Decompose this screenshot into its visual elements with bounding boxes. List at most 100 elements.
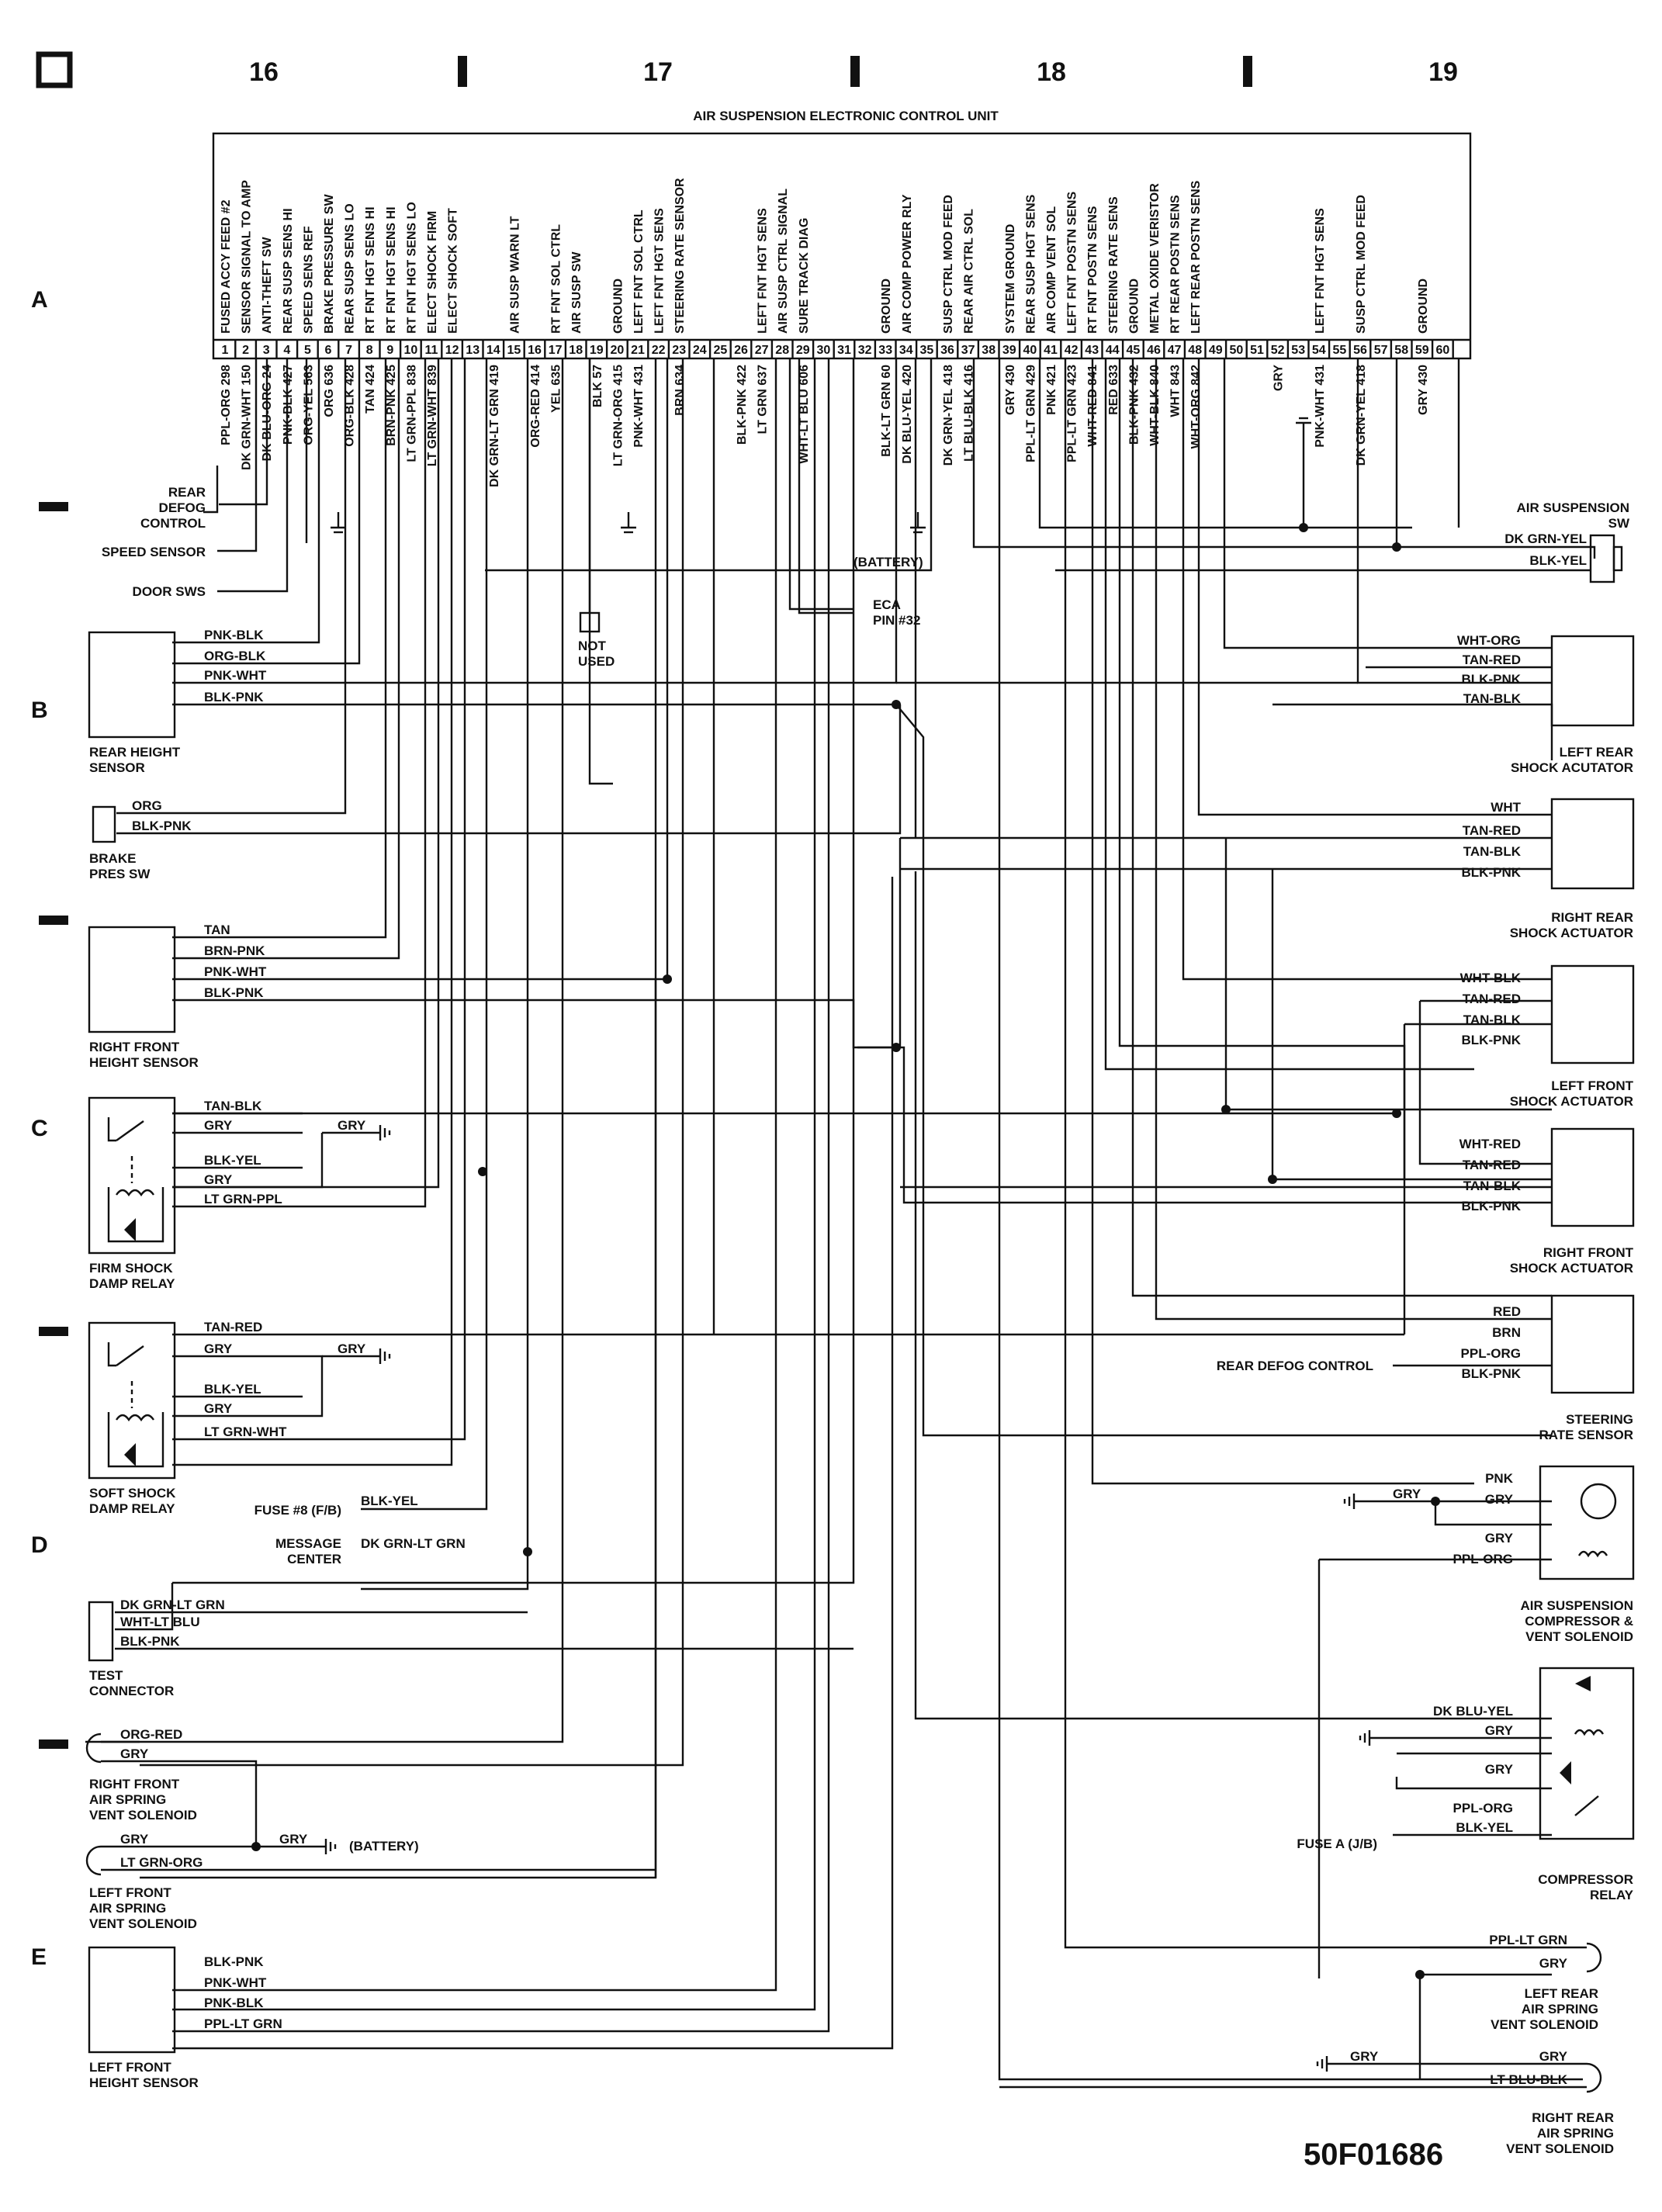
test-wire-2: BLK-PNK — [120, 1634, 180, 1649]
ecu-pin-function: SURE TRACK DIAG — [798, 218, 811, 334]
ecu-pin-number: 21 — [631, 344, 645, 357]
ssdr-wire-0: TAN-RED — [204, 1320, 262, 1334]
rras-wire-0: GRY — [1350, 2049, 1379, 2064]
ecu-pin-number: 8 — [366, 344, 373, 357]
fsdr-wire-4: GRY — [204, 1172, 233, 1187]
ecu-pin-wire: LT GRN 637 — [757, 365, 770, 434]
ecu-pin-number: 39 — [1002, 344, 1016, 357]
ecu-pin-number: 43 — [1085, 344, 1099, 357]
ecu-pin-wire: WHT-LT BLU 606 — [798, 365, 811, 464]
row-letter-a: A — [31, 287, 48, 313]
ecu-pin-function: AIR SUSP WARN LT — [508, 216, 521, 334]
ecu-pin-wire: YEL 635 — [550, 365, 563, 413]
ssdr-label-1: SOFT SHOCK — [89, 1486, 176, 1501]
left-front-height-sensor — [88, 1946, 176, 2054]
comp-label-3: VENT SOLENOID — [1525, 1629, 1633, 1644]
ecu-pin-number: 15 — [507, 344, 521, 357]
lfsa-label-2: SHOCK ACTUATOR — [1510, 1094, 1633, 1109]
diagram-id: 50F01686 — [1304, 2138, 1443, 2172]
ecu-pin-function: REAR SUSP SENS HI — [282, 208, 295, 334]
lfhs-wire-1: PNK-WHT — [204, 1975, 267, 1990]
ssdr-wire-3: BLK-YEL — [204, 1382, 261, 1397]
srs-wire-3: BLK-PNK — [1462, 1366, 1522, 1381]
left-rear-shock-actuator — [1550, 635, 1635, 727]
ecu-pin-function: ELECT SHOCK SOFT — [447, 208, 460, 334]
ecu-pin-wire: ORG-YEL 563 — [302, 365, 315, 445]
ecu-pin-number: 37 — [961, 344, 975, 357]
ecu-pin-number: 51 — [1250, 344, 1264, 357]
ecu-pin-number: 13 — [466, 344, 480, 357]
vent-solenoid-coil-icon — [1577, 1550, 1608, 1558]
ecu-pin-number: 16 — [528, 344, 542, 357]
ecu-pin-function: LEFT FNT HGT SENS — [653, 208, 667, 334]
ecu-pin-function: RT FNT HGT SENS LO — [405, 202, 418, 334]
not-used-label-2: USED — [578, 654, 615, 669]
lras-wire-0: PPL-LT GRN — [1489, 1933, 1567, 1947]
ecu-pin-wire: DK GRN-WHT 150 — [241, 365, 254, 470]
rfhs-wire-1: BRN-PNK — [204, 943, 265, 958]
ecu-pin-function: STEERING RATE SENS — [1107, 196, 1120, 334]
ecu-pin-wire: LT GRN-ORG 415 — [611, 365, 625, 466]
ecu-pin-function: LEFT FNT HGT SENS — [757, 208, 770, 334]
srs-wire-1: BRN — [1492, 1325, 1521, 1340]
crel-wire-0: DK BLU-YEL — [1433, 1704, 1513, 1719]
rhs-wire-1: ORG-BLK — [204, 649, 266, 663]
ecu-pin-number: 50 — [1230, 344, 1244, 357]
ecu-pin-number: 35 — [920, 344, 934, 357]
ecu-pin-function: ELECT SHOCK FIRM — [426, 211, 439, 334]
crel-wire-1: GRY — [1485, 1723, 1514, 1738]
rfhs-label-1: RIGHT FRONT — [89, 1040, 180, 1054]
ecu-pin-number: 6 — [325, 344, 332, 357]
rfhs-wire-0: TAN — [204, 923, 230, 937]
rear-defog-label-2: DEFOG — [159, 500, 206, 515]
rrsa-label-2: SHOCK ACTUATOR — [1510, 926, 1633, 940]
ecu-pin-number: 52 — [1271, 344, 1285, 357]
rfas-label-1: RIGHT FRONT — [89, 1777, 180, 1791]
lras-label-3: VENT SOLENOID — [1491, 2017, 1598, 2032]
door-sws-label: DOOR SWS — [133, 584, 206, 599]
ecu-pin-number: 9 — [386, 344, 393, 357]
ecu-pin-wire: PPL-LT GRN 429 — [1024, 365, 1037, 462]
left-front-shock-actuator — [1550, 964, 1635, 1064]
column-number-19: 19 — [1428, 57, 1458, 87]
rhs-label-2: SENSOR — [89, 760, 145, 775]
ecu-pin-wire: BLK-PNK 432 — [1127, 365, 1141, 445]
firm-shock-damp-relay — [88, 1096, 176, 1255]
ecu-pin-number: 55 — [1333, 344, 1347, 357]
lrsa-label-1: LEFT REAR — [1560, 745, 1633, 760]
ecu-pin-function: STEERING RATE SENSOR — [673, 178, 687, 334]
rfas-wire-0: ORG-RED — [120, 1727, 182, 1742]
lfhs-wire-3: PPL-LT GRN — [204, 2016, 282, 2031]
speed-sensor-label: SPEED SENSOR — [102, 545, 206, 559]
lfsa-wire-2: TAN-BLK — [1463, 1013, 1522, 1027]
ecu-pin-number: 32 — [858, 344, 872, 357]
srs-label-2: RATE SENSOR — [1539, 1428, 1633, 1442]
lfas-wire-0: GRY — [120, 1832, 149, 1847]
ecu-pin-number: 10 — [404, 344, 418, 357]
rfsa-label-2: SHOCK ACTUATOR — [1510, 1261, 1633, 1276]
ecu-pin-number: 28 — [775, 344, 789, 357]
row-letter-c: C — [31, 1116, 48, 1141]
ecu-pin-number: 29 — [796, 344, 810, 357]
eca-label-2: PIN #32 — [873, 613, 920, 628]
ecu-pin-number: 31 — [837, 344, 851, 357]
ecu-pin-function: BRAKE PRESSURE SW — [323, 194, 336, 334]
ecu-pin-function: SENSOR SIGNAL TO AMP — [241, 180, 254, 334]
lras-wire-1: GRY — [1539, 1956, 1568, 1971]
msg-label-2: CENTER — [287, 1552, 341, 1566]
ecu-pin-function: LEFT REAR POSTN SENS — [1189, 180, 1203, 334]
rhs-wire-3: BLK-PNK — [204, 690, 264, 704]
rhs-label-1: REAR HEIGHT — [89, 745, 181, 760]
air-susp-sw-label-1: AIR SUSPENSION — [1517, 500, 1629, 515]
ecu-pin-wire: BLK-PNK 422 — [736, 365, 749, 445]
ecu-pin-wire: DK GRN-LT GRN 419 — [488, 365, 501, 487]
rras-label-1: RIGHT REAR — [1532, 2110, 1614, 2125]
ecu-pin-number: 3 — [263, 344, 270, 357]
left-terminals — [203, 358, 308, 593]
comp-wire-1: GRY — [1485, 1492, 1514, 1507]
battery-bottom-label: (BATTERY) — [349, 1839, 419, 1854]
ecu-pin-wire: LT BLU-BLK 416 — [963, 365, 976, 462]
ecu-pin-number: 26 — [734, 344, 748, 357]
ecu-pin-function: RT FNT SOL CTRL — [550, 224, 563, 334]
lrsa-wire-3: TAN-BLK — [1463, 691, 1522, 706]
